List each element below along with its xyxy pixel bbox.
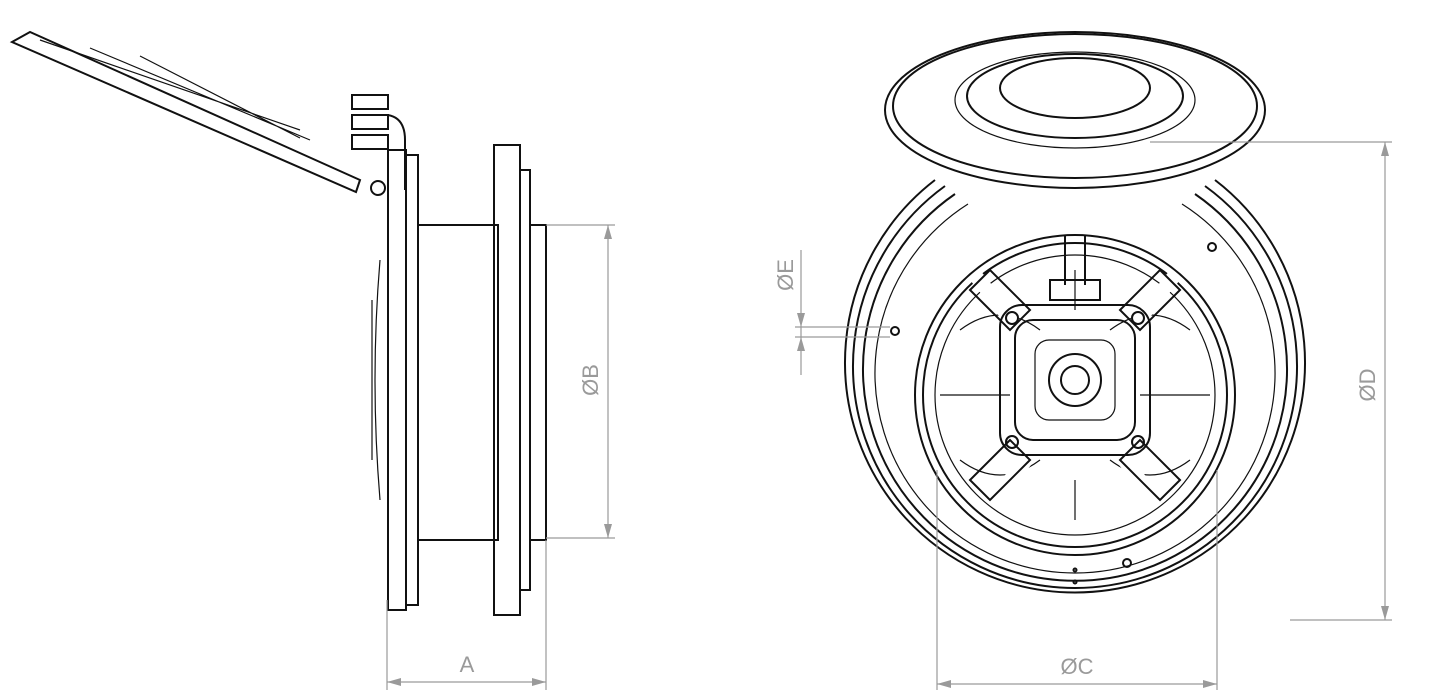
dimension-d: ØD	[1150, 141, 1392, 621]
front-view	[844, 31, 1306, 594]
dimension-e: ØE	[773, 250, 890, 375]
dimension-c: ØC	[936, 470, 1218, 690]
mounting-hole	[890, 326, 900, 336]
side-lid	[9, 30, 386, 196]
dimension-b: ØB	[546, 224, 615, 539]
dimension-a: A	[386, 540, 547, 690]
front-lid	[884, 31, 1266, 189]
front-flange	[387, 149, 407, 611]
motor-body	[417, 224, 499, 541]
terminal-block	[351, 94, 406, 190]
motor-mount	[968, 235, 1182, 502]
dimension-a-label: A	[460, 652, 475, 677]
dimension-c-label: ØC	[1061, 654, 1094, 679]
dimension-e-label: ØE	[773, 259, 798, 291]
side-view	[9, 30, 547, 616]
dimension-d-label: ØD	[1355, 369, 1380, 402]
dimension-b-label: ØB	[578, 364, 603, 396]
